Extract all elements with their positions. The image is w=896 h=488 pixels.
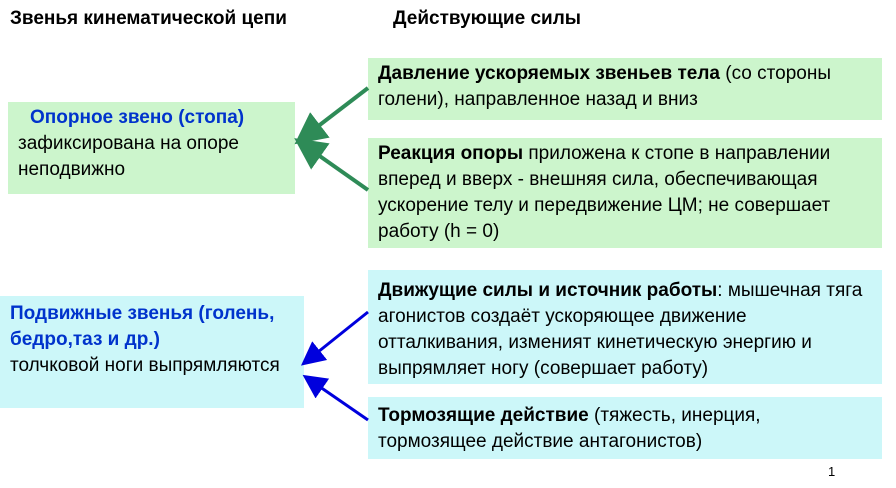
driving-bold: Движущие силы и источник работы xyxy=(378,280,718,301)
pressure-bold: Давление ускоряемых звеньев тела xyxy=(378,63,720,84)
reaction-arrow xyxy=(294,138,370,192)
pressure-arrow xyxy=(294,86,370,145)
braking-arrow xyxy=(302,374,369,422)
reaction-text: приложена к стопе в направлении вперед и… xyxy=(378,143,831,242)
driving-arrow xyxy=(300,310,369,366)
moving-links-box: Подвижные звенья (голень, бедро,таз и др… xyxy=(0,296,304,408)
driving-box: Движущие силы и источник работы: мышечна… xyxy=(368,270,882,384)
page-number: 1 xyxy=(828,464,836,479)
braking-bold: Тормозящие действие xyxy=(378,405,589,426)
pressure-text: (со стороны голени), направленное назад … xyxy=(378,63,831,110)
support-link-title: Опорное звено (стопа) xyxy=(30,107,245,128)
support-link-text: зафиксирована на опоре неподвижно xyxy=(18,133,239,180)
driving-text: : мышечная тяга агонистов создаёт ускоря… xyxy=(378,280,863,379)
braking-text: (тяжесть, инерция, тормозящее действие а… xyxy=(378,405,761,452)
pressure-box: Давление ускоряемых звеньев тела (со сто… xyxy=(368,58,882,120)
moving-links-title: Подвижные звенья (голень, бедро,таз и др… xyxy=(10,303,275,350)
support-link-box: Опорное звено (стопа) зафиксирована на о… xyxy=(8,102,295,194)
reaction-bold: Реакция опоры xyxy=(378,143,524,164)
moving-links-text: толчковой ноги выпрямляются xyxy=(10,355,280,376)
forces-header: Действующие силы xyxy=(393,8,581,29)
links-header: Звенья кинематической цепи xyxy=(10,8,287,29)
reaction-box: Реакция опоры приложена к стопе в направ… xyxy=(368,138,882,248)
braking-box: Тормозящие действие (тяжесть, инерция, т… xyxy=(368,397,882,459)
